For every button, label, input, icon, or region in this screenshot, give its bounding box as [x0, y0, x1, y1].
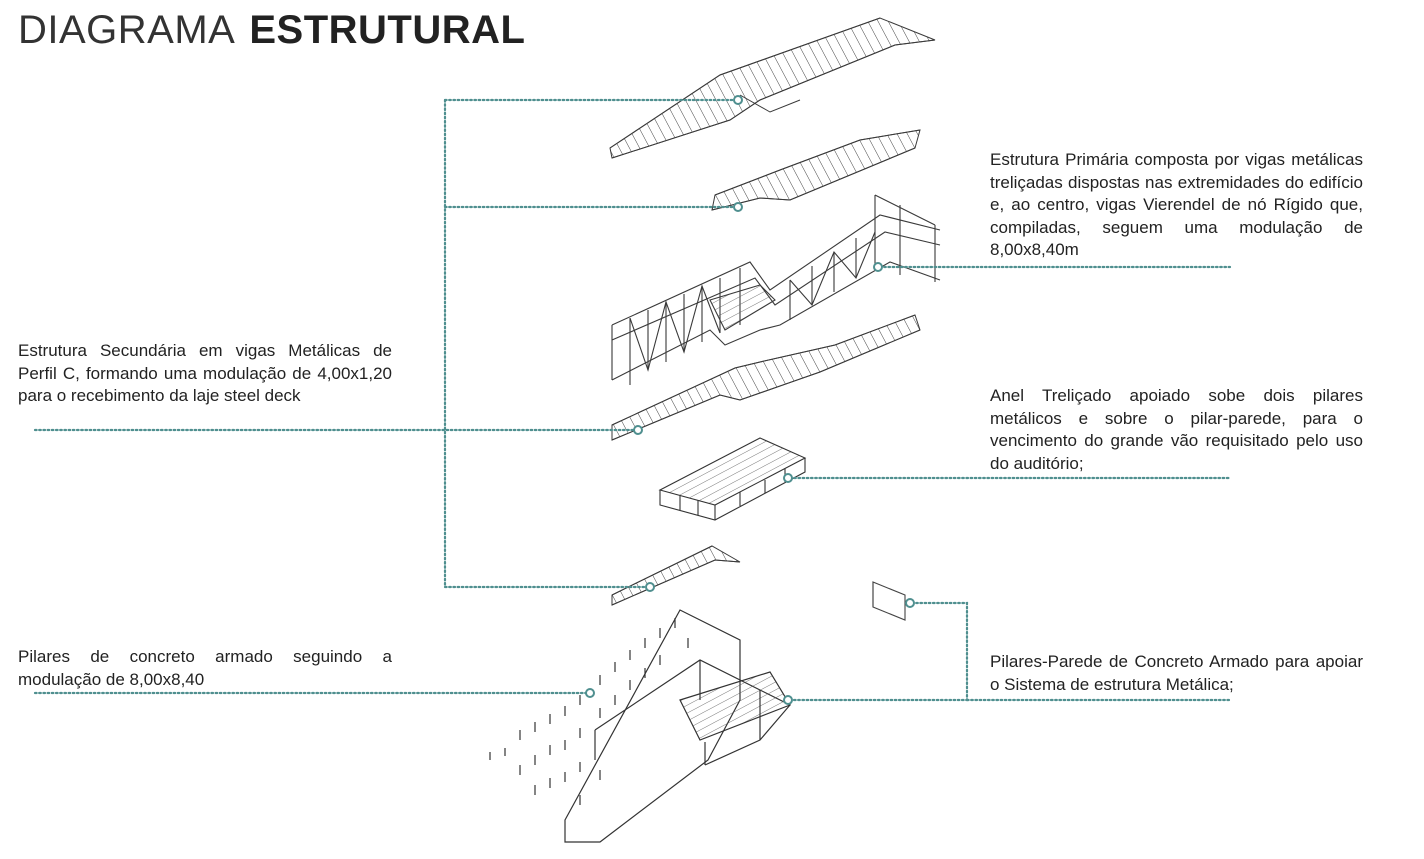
note-primary-structure: Estrutura Primária composta por vigas me…	[990, 150, 1363, 259]
title-light: DIAGRAMA	[18, 8, 236, 52]
title-bold: ESTRUTURAL	[249, 8, 526, 52]
note-concrete-columns: Pilares de concreto armado seguindo a mo…	[18, 647, 392, 689]
top-secondary-deck	[609, 17, 936, 159]
note-wall-pillars: Pilares-Parede de Concreto Armado para a…	[990, 652, 1363, 694]
note-secondary-structure: Estrutura Secundária em vigas Metálicas …	[18, 341, 392, 405]
primary-truss-frame	[611, 194, 941, 385]
page-title: DIAGRAMA ESTRUTURAL	[18, 6, 525, 54]
concrete-wall-pillar	[872, 581, 906, 621]
note-truss-ring: Anel Treliçado apoiado sobe dois pilares…	[990, 386, 1363, 473]
lower-secondary-deck	[611, 314, 921, 441]
second-secondary-deck	[711, 129, 921, 211]
concrete-columns-base	[489, 609, 791, 843]
leader-endpoints	[585, 95, 915, 705]
small-secondary-deck	[611, 545, 741, 606]
leader-lines	[33, 98, 1232, 702]
